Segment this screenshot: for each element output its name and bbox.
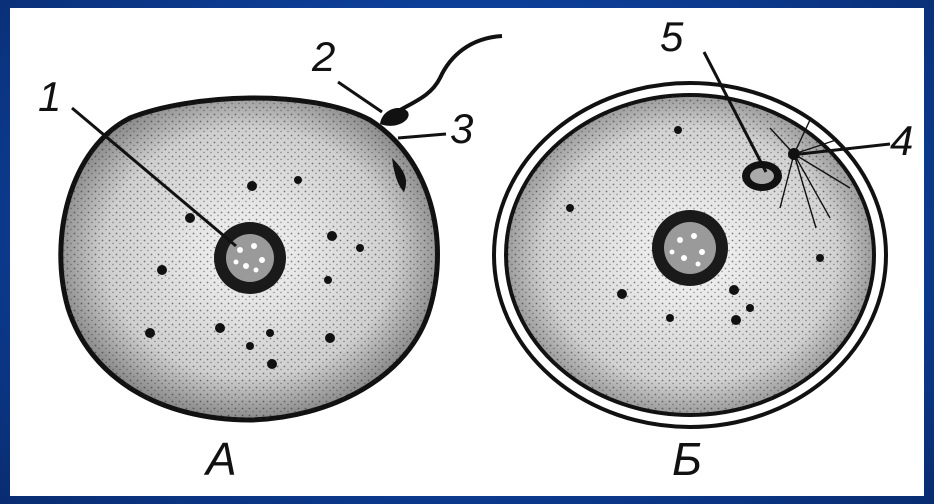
label-3: 3 bbox=[450, 108, 473, 150]
cell-a bbox=[50, 36, 502, 438]
cell-b bbox=[490, 52, 890, 428]
label-cell-a: А bbox=[206, 436, 237, 482]
label-cell-b: Б bbox=[672, 436, 702, 482]
label-1: 1 bbox=[38, 76, 61, 118]
label-2: 2 bbox=[312, 36, 335, 78]
sperm-tail bbox=[390, 36, 502, 116]
label-4: 4 bbox=[890, 120, 913, 162]
cell-diagram bbox=[10, 8, 924, 496]
sperm-head bbox=[380, 108, 409, 126]
figure-panel: 1 2 3 4 5 А Б bbox=[10, 8, 924, 496]
label-5: 5 bbox=[660, 16, 683, 58]
